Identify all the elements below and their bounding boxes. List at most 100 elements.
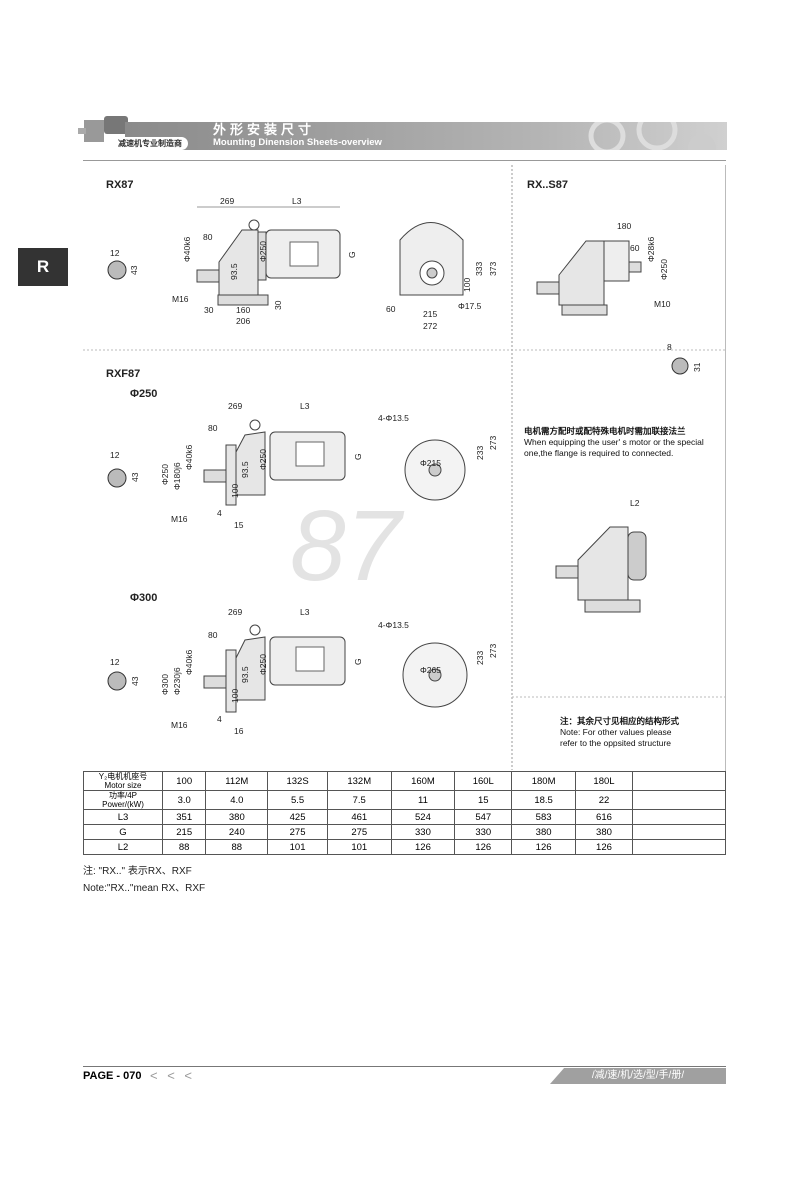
label: Φ40k6: [184, 445, 194, 470]
label: 160: [236, 305, 250, 315]
label: Φ230j6: [172, 667, 182, 695]
label: 80: [208, 423, 218, 433]
label: When equipping the user' s motor or the …: [524, 437, 704, 447]
label: 524: [390, 809, 456, 825]
label: 43: [129, 265, 139, 275]
label: Φ300: [160, 674, 170, 695]
label: 43: [130, 472, 140, 482]
label: 80: [203, 232, 213, 242]
drawing-frame: [83, 165, 726, 850]
label: Φ180j6: [172, 462, 182, 490]
label: 注：其余尺寸见相应的结构形式: [560, 716, 680, 726]
label: 233: [475, 651, 485, 665]
label: 101: [326, 839, 392, 855]
label: 11: [390, 790, 456, 810]
rxf87-title: RXF87: [106, 368, 140, 380]
page-number: PAGE - 070: [83, 1070, 142, 1082]
note-cn: 注: "RX.." 表示RX、RXF: [83, 866, 192, 877]
divider: [83, 160, 726, 161]
label: 4: [217, 508, 222, 518]
title-cn: 外形安装尺寸: [213, 122, 316, 137]
label: 60: [386, 304, 396, 314]
note-en: Note:"RX.."mean RX、RXF: [83, 883, 206, 894]
section-tab: R: [18, 248, 68, 286]
label: Φ300: [130, 592, 157, 604]
gears-decoration-icon: [588, 122, 716, 150]
label: Y₂电机机座号: [98, 772, 148, 781]
label: L3: [292, 196, 302, 206]
label: Note: For other values please: [560, 727, 672, 737]
label: Φ250: [258, 654, 268, 675]
label: Power/(kW): [102, 800, 144, 809]
label: refer to the oppsited structure: [560, 738, 672, 748]
label: 126: [511, 839, 576, 855]
label: 3.0: [161, 790, 207, 810]
label: 160L: [454, 771, 513, 791]
label: M16: [171, 514, 188, 524]
label: 93.5: [240, 461, 250, 478]
label: Φ215: [420, 458, 441, 468]
label: 4.0: [205, 790, 269, 810]
book-title: /减/速/机/选/型/手/册/: [550, 1068, 726, 1084]
special-motor-note: 电机需方配时或配特殊电机时需加联接法兰 When equipping the u…: [524, 426, 704, 459]
label: 12: [110, 657, 120, 667]
label: 7.5: [326, 790, 392, 810]
label: 43: [130, 676, 140, 686]
label: one,the flange is required to connected.: [524, 448, 674, 458]
label: 275: [326, 824, 392, 840]
label: Φ17.5: [458, 301, 482, 311]
label: 112M: [205, 771, 269, 791]
label: 126: [390, 839, 456, 855]
label: 80: [208, 630, 218, 640]
label: 15: [454, 790, 513, 810]
label: 30: [204, 305, 214, 315]
label: 16: [234, 726, 244, 736]
flange-adapter-drawing: L2: [555, 498, 647, 613]
label: 351: [161, 809, 207, 825]
label: L2: [630, 498, 640, 508]
label: Φ28k6: [646, 237, 656, 262]
label: Φ250: [130, 388, 157, 400]
label: 373: [488, 262, 498, 276]
label: Motor size: [104, 781, 142, 790]
label: 18.5: [511, 790, 576, 810]
label: Φ40k6: [184, 650, 194, 675]
label: 583: [511, 809, 576, 825]
label: 233: [475, 446, 485, 460]
label: 31: [692, 362, 702, 372]
label: M16: [172, 294, 189, 304]
footer-divider: [83, 1066, 726, 1067]
label: 22: [574, 790, 634, 810]
label: 93.5: [240, 666, 250, 683]
label: 100: [230, 484, 240, 498]
label: Φ40k6: [182, 237, 192, 262]
label: 330: [454, 824, 513, 840]
label: 126: [574, 839, 634, 855]
label: 272: [423, 321, 437, 331]
label: Φ250: [258, 449, 268, 470]
label: 126: [454, 839, 513, 855]
label: 180L: [574, 771, 634, 791]
label: 275: [267, 824, 328, 840]
label: Φ265: [420, 665, 441, 675]
label: 132M: [326, 771, 392, 791]
label: 12: [110, 450, 120, 460]
label: 5.5: [267, 790, 328, 810]
label: 240: [205, 824, 269, 840]
label: 380: [574, 824, 634, 840]
label: 88: [205, 839, 269, 855]
back-arrows-icon: < < <: [150, 1068, 195, 1083]
label: Φ250: [258, 241, 268, 262]
label: 180M: [511, 771, 576, 791]
label: 380: [511, 824, 576, 840]
label: G: [353, 453, 363, 460]
label: 30: [273, 300, 283, 310]
label: 100: [462, 278, 472, 292]
label: 215: [423, 309, 437, 319]
